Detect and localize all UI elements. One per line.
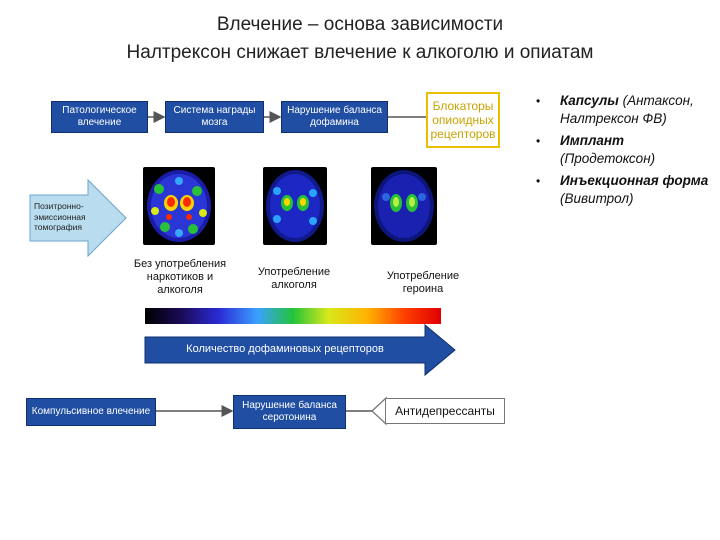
bullet-implant-title: Имплант	[560, 133, 625, 148]
pet-label: Позитронно-эмиссионная томография	[34, 201, 86, 232]
serotonin-imbalance-box: Нарушение баланса серотонина	[233, 395, 346, 429]
pet-arrow-shape	[29, 178, 127, 258]
opioid-blocker-box: Блокаторы опиоидных рецепторов	[426, 92, 500, 148]
pathological-craving-box: Патологическое влечение	[51, 101, 148, 133]
treatment-forms-list: • Капсулы (Антаксон, Налтрексон ФВ) • Им…	[536, 92, 720, 208]
caption-alcohol: Употребление алкоголя	[257, 266, 331, 291]
brain-scan-no-drugs	[143, 167, 215, 245]
bullet-capsules-title: Капсулы	[560, 93, 619, 108]
antidepressants-box: Антидепрессанты	[385, 398, 505, 424]
spectrum-bar	[145, 308, 441, 324]
bullet-injection-detail: (Вивитрол)	[560, 191, 634, 206]
brain-reward-box: Система награды мозга	[165, 101, 264, 133]
bullet-implant-detail: (Продетоксон)	[560, 151, 656, 166]
caption-heroin: Употребление героина	[386, 270, 460, 295]
bullet-dot: •	[536, 174, 541, 188]
receptor-arrow-shape	[144, 323, 456, 377]
bullet-dot: •	[536, 134, 541, 148]
bullet-capsules-detail: (Антаксон, Налтрексон ФВ)	[560, 93, 694, 126]
title-line-1: Влечение – основа зависимости	[216, 14, 504, 35]
antidepressant-pointer	[371, 396, 387, 426]
bullet-capsules: • Капсулы (Антаксон, Налтрексон ФВ)	[536, 92, 720, 128]
compulsive-craving-box: Компульсивное влечение	[26, 398, 156, 426]
bullet-injection: • Инъекционная форма (Вивитрол)	[536, 172, 720, 208]
bullet-implant: • Имплант (Продетоксон)	[536, 132, 720, 168]
bullet-injection-title: Инъекционная форма	[560, 173, 709, 188]
dopamine-imbalance-box: Нарушение баланса дофамина	[281, 101, 388, 133]
brain-scan-alcohol	[263, 167, 327, 245]
brain-scan-heroin	[371, 167, 437, 245]
receptor-count-label: Количество дофаминовых рецепторов	[186, 343, 384, 355]
title-line-2: Налтрексон снижает влечение к алкоголю и…	[126, 42, 594, 63]
bullet-dot: •	[536, 94, 541, 108]
caption-no-drugs: Без употребления наркотиков и алкоголя	[133, 258, 227, 296]
